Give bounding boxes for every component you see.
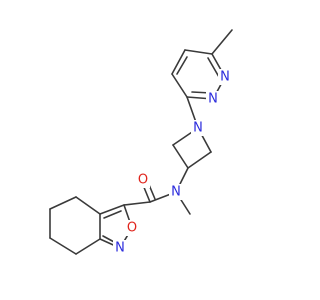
chemical-structure-diagram: N N N N O O N: [49, 29, 233, 256]
azetidine-bond-c3-c4: [187, 151, 212, 169]
azetidine-group: [172, 127, 212, 193]
ring-bond-c5-c4: [171, 49, 186, 75]
isoxazole-c3a-c3: [99, 204, 125, 215]
methyl-bond: [211, 29, 233, 55]
azetidine-bond-c2-c3: [172, 144, 189, 169]
isoxazole-n-label: N: [115, 241, 125, 256]
cyclohexene-c4-c5: [49, 196, 77, 210]
azetidine-n-label: N: [193, 121, 203, 136]
amide-n-label: N: [171, 185, 181, 200]
isoxazole-c3a-c3-inner: [103, 210, 122, 219]
pyridazine-n1-label: N: [220, 70, 230, 85]
atom-labels: N N N N O O N: [113, 69, 232, 256]
isoxazole-o-label: O: [127, 221, 137, 236]
ring-bond-c6-c5: [184, 49, 213, 55]
cyclohexene-c6-c7: [49, 237, 77, 255]
pyridazine-n2-label: N: [208, 92, 218, 107]
ring-bond-n1-c6-inner: [207, 57, 220, 78]
carbonyl-o-label: O: [138, 173, 148, 188]
cyclohexene-c3a-c4: [75, 196, 101, 215]
ring-bond-c5-c4-inner: [176, 56, 188, 75]
cyclohexene-c7-c7a: [75, 238, 101, 255]
ring-bond-c4-c3: [171, 73, 188, 98]
amide-ring-link: [123, 201, 151, 206]
methylpyridazine-group: [171, 29, 233, 129]
